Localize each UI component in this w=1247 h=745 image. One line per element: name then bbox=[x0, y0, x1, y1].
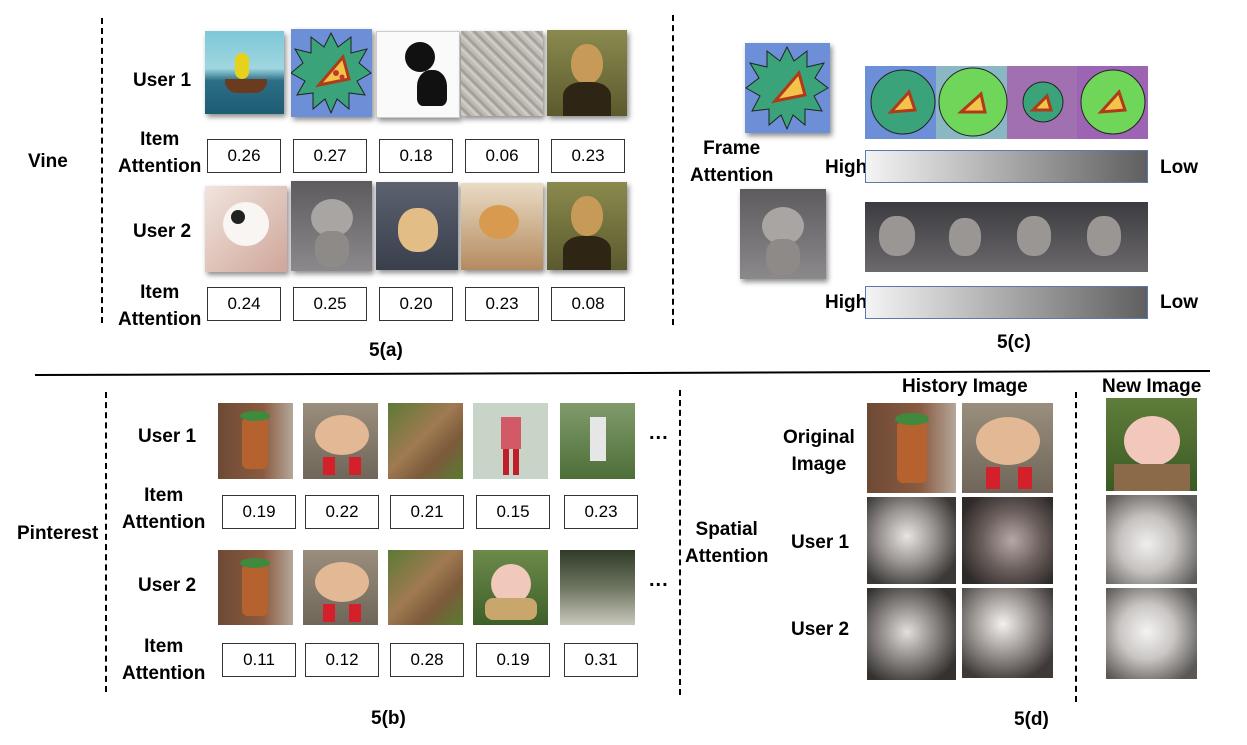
pinterest-ellipsis-1: ... bbox=[649, 422, 669, 444]
frame-low-label-1: Low bbox=[1160, 157, 1198, 178]
pinterest-user1-score-2: 0.22 bbox=[305, 495, 379, 529]
new-image-user2-map bbox=[1106, 588, 1197, 679]
pinterest-user2-score-3: 0.28 bbox=[390, 643, 464, 677]
vine-thumb-puppy bbox=[376, 182, 458, 270]
pinterest-thumb-path2 bbox=[388, 550, 463, 625]
new-image-original bbox=[1106, 398, 1197, 491]
pinterest-user1-label: User 1 bbox=[138, 426, 197, 447]
vine-thumb-kitten-grey1 bbox=[291, 181, 372, 271]
spatial-original-pots bbox=[867, 403, 956, 493]
pinterest-user1-score-3: 0.21 bbox=[390, 495, 464, 529]
divider-pinterest-left bbox=[105, 392, 107, 692]
vine-user1-score-2: 0.27 bbox=[293, 139, 367, 173]
pinterest-thumb-fashion bbox=[473, 403, 548, 479]
new-image-header: New Image bbox=[1102, 376, 1202, 397]
frame-strip-pizza bbox=[865, 66, 1148, 139]
caption-5a: 5(a) bbox=[369, 340, 403, 361]
vine-user2-score-4: 0.23 bbox=[465, 287, 539, 321]
vine-user1-label: User 1 bbox=[133, 70, 192, 91]
pinterest-user2-score-4: 0.19 bbox=[476, 643, 550, 677]
spatial-user1-label: User 1 bbox=[791, 532, 850, 553]
pinterest-thumb-girl bbox=[560, 403, 635, 479]
vine-user1-score-4: 0.06 bbox=[465, 139, 539, 173]
divider-new-image bbox=[1075, 392, 1077, 702]
vine-thumb-cat-box bbox=[461, 183, 543, 270]
vine-user2-label: User 2 bbox=[133, 221, 192, 242]
divider-vine-right bbox=[672, 15, 674, 325]
frame-high-label-2: High bbox=[825, 292, 868, 313]
pinterest-thumb-piglet-boots1 bbox=[303, 403, 378, 479]
caption-5b: 5(b) bbox=[371, 708, 406, 729]
pinterest-user1-score-4: 0.15 bbox=[476, 495, 550, 529]
frame-thumb-kitten bbox=[740, 189, 826, 279]
caption-5c: 5(c) bbox=[997, 332, 1031, 353]
vine-thumb-texture bbox=[461, 31, 543, 116]
history-image-header: History Image bbox=[902, 376, 1028, 397]
vine-user2-score-5: 0.08 bbox=[551, 287, 625, 321]
frame-low-label-2: Low bbox=[1160, 292, 1198, 313]
spatial-user2-map-2 bbox=[962, 588, 1053, 678]
vine-thumb-pizza1 bbox=[291, 29, 372, 117]
vine-thumb-monalisa1 bbox=[547, 30, 627, 116]
pinterest-ellipsis-2: ... bbox=[649, 569, 669, 591]
vine-user1-score-3: 0.18 bbox=[379, 139, 453, 173]
divider-horizontal bbox=[35, 369, 1210, 377]
frame-thumb-pizza bbox=[745, 43, 830, 133]
spatial-user1-map-2 bbox=[962, 497, 1053, 584]
vine-thumb-boat bbox=[205, 31, 284, 114]
spatial-user2-map-1 bbox=[867, 588, 956, 680]
pinterest-user2-label: User 2 bbox=[138, 575, 197, 596]
vine-user2-score-1: 0.24 bbox=[207, 287, 281, 321]
pinterest-user2-score-1: 0.11 bbox=[222, 643, 296, 677]
new-image-user1-map bbox=[1106, 495, 1197, 584]
vine-thumb-kitten-white bbox=[205, 186, 287, 272]
pinterest-thumb-piglet-boots2 bbox=[303, 550, 378, 625]
pinterest-user1-score-5: 0.23 bbox=[564, 495, 638, 529]
pinterest-thumb-piglet-grass bbox=[473, 550, 548, 625]
frame-strip-kitten bbox=[865, 202, 1148, 272]
spatial-original-piglet bbox=[962, 403, 1053, 493]
pinterest-thumb-pots2 bbox=[218, 550, 293, 625]
vine-user2-score-2: 0.25 bbox=[293, 287, 367, 321]
frame-high-label-1: High bbox=[825, 157, 868, 178]
spatial-user2-label: User 2 bbox=[791, 619, 850, 640]
vine-row-label: Vine bbox=[28, 151, 68, 172]
vine-thumb-sketch bbox=[376, 31, 460, 118]
vine-thumb-monalisa2 bbox=[547, 182, 627, 270]
pinterest-thumb-path1 bbox=[388, 403, 463, 479]
vine-user2-score-3: 0.20 bbox=[379, 287, 453, 321]
vine-user1-score-5: 0.23 bbox=[551, 139, 625, 173]
pinterest-user1-score-1: 0.19 bbox=[222, 495, 296, 529]
vine-user1-score-1: 0.26 bbox=[207, 139, 281, 173]
pinterest-thumb-table bbox=[560, 550, 635, 625]
divider-vine-left bbox=[101, 18, 103, 323]
divider-pinterest-right bbox=[679, 390, 681, 695]
pinterest-user2-score-5: 0.31 bbox=[564, 643, 638, 677]
pinterest-thumb-pots1 bbox=[218, 403, 293, 479]
caption-5d: 5(d) bbox=[1014, 709, 1049, 730]
pinterest-user2-score-2: 0.12 bbox=[305, 643, 379, 677]
frame-gradient-bar-1 bbox=[865, 150, 1148, 183]
spatial-user1-map-1 bbox=[867, 497, 956, 584]
frame-gradient-bar-2 bbox=[865, 286, 1148, 319]
pinterest-row-label: Pinterest bbox=[17, 523, 99, 544]
